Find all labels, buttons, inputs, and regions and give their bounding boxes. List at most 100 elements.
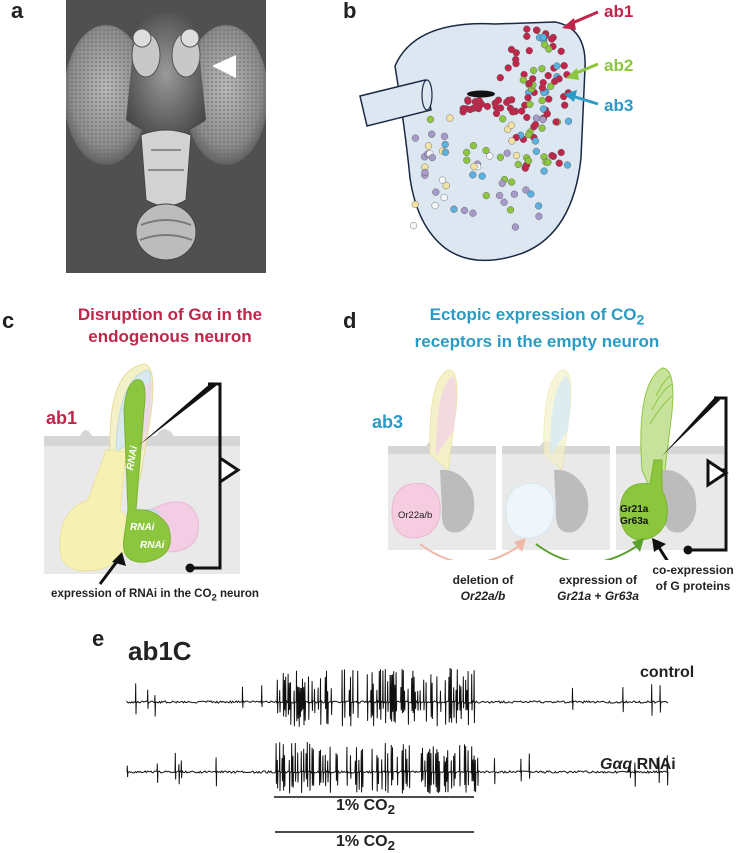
sensillum-dot	[505, 96, 513, 104]
sensillum-dot	[504, 64, 512, 72]
sensillum-dot	[538, 96, 546, 105]
panel-a-label: a	[11, 0, 24, 23]
receptor-label-gr: Gr21a Gr63a	[620, 504, 648, 528]
amplifier-icon	[218, 455, 241, 485]
sensillum-dot	[547, 82, 555, 90]
sensillum-dot	[440, 132, 449, 140]
sensillum-dot	[512, 55, 520, 64]
sensillum-dot	[441, 140, 449, 149]
sensillum-dot	[544, 158, 552, 166]
sensillum-dot	[561, 101, 569, 109]
rnai-label-2: RNAi	[130, 522, 155, 533]
sensillum-dot	[462, 148, 471, 157]
sensillum-dot	[525, 47, 533, 55]
trace-label-control: control	[640, 664, 695, 681]
panel-d-title-line2: receptors in the empty neuron	[414, 332, 660, 352]
sensillum-dot	[525, 79, 533, 88]
sensillum-dot	[535, 202, 543, 210]
sensillum-dot	[438, 176, 447, 184]
sensillum-dot	[514, 160, 522, 169]
receptor-label-or22ab: Or22a/b	[398, 510, 433, 521]
sensillum-dot	[524, 94, 532, 102]
panel-c-caption: expression of RNAi in the CO2 neuron	[10, 586, 300, 606]
sensillum-dot	[511, 223, 520, 231]
sensillum-dot	[469, 209, 477, 217]
sensillum-dot	[539, 105, 548, 113]
sensillum-dot	[529, 75, 537, 83]
panel-b-label: b	[343, 0, 357, 23]
sensillum-dot	[555, 159, 563, 167]
sensillum-dot	[535, 212, 543, 220]
sensillum-dot	[510, 190, 519, 198]
sensillum-dot	[524, 157, 533, 165]
sensillum-dot	[498, 179, 506, 188]
sensillum-dot	[472, 103, 480, 111]
sensillum-dot	[440, 193, 448, 202]
sensillum-dot	[470, 162, 478, 171]
sensillum-dot	[532, 26, 541, 34]
stimulus-label-1: 1% CO2	[336, 797, 395, 817]
sensillum-dot	[432, 188, 440, 196]
sensillum-dot	[557, 47, 565, 55]
step-deletion-label: deletion of Or22a/b	[428, 572, 538, 604]
panel-c-title-line2: endogenous neuron	[88, 327, 252, 346]
receptor-label-gr63a: Gr63a	[620, 516, 649, 527]
sensillum-dot	[486, 152, 494, 160]
sensillum-dot	[426, 115, 435, 124]
sensillum-dot	[527, 190, 535, 198]
sensillum-dot	[526, 100, 534, 108]
sensillum-dot	[548, 35, 556, 43]
sensillum-dot	[499, 115, 507, 123]
step-expression-line2: Gr21a + Gr63a	[536, 588, 660, 604]
sensillum-dot	[506, 206, 515, 214]
panel-d-title-sub: 2	[636, 312, 645, 329]
sensillum-dot	[431, 202, 439, 210]
stimulus-label-2: 1% CO2	[336, 833, 395, 853]
sensillum-dot	[538, 124, 546, 132]
arrow-icon	[112, 552, 126, 566]
sensillum-dot	[460, 206, 469, 215]
sensillum-dot	[530, 66, 538, 75]
trace-control	[126, 667, 669, 727]
panel-c-label: c	[2, 308, 15, 333]
stim1-prefix: 1% CO	[336, 797, 388, 814]
sensillum-dot	[482, 146, 490, 155]
antenna-diagram	[359, 21, 586, 262]
sensillum-dot	[411, 200, 419, 209]
panel-e-label: e	[92, 626, 105, 651]
step-deletion-line1: deletion of	[452, 573, 514, 587]
sensillum-dot	[541, 41, 549, 49]
fly-head-micrograph	[66, 0, 266, 273]
sensillum-dot	[532, 147, 541, 156]
amplifier-d-icon	[706, 458, 729, 488]
sensillum-label-ab2: ab2	[604, 56, 634, 75]
sensillum-dot	[525, 130, 533, 139]
panel-d-label: d	[343, 308, 357, 333]
sensillum-dot	[428, 130, 436, 138]
sensillum-dot	[538, 65, 546, 73]
sensillum-label-ab3: ab3	[604, 96, 634, 115]
sensillum-dot	[463, 156, 471, 164]
panel-d-sensillum-label: ab3	[372, 412, 404, 432]
sensillum-dot	[469, 142, 478, 150]
ab1-arrow-icon	[562, 18, 576, 30]
sensillum-dot	[496, 74, 504, 82]
sensillum-dot	[531, 137, 540, 145]
neuron-label-ab1c: ab1C	[128, 636, 192, 666]
sensillum-dot	[500, 198, 508, 206]
panel-d-title-line1: Ectopic expression of CO2	[362, 304, 712, 331]
sensillum-label-ab1: ab1	[604, 2, 634, 21]
trace-gaq-rnai	[126, 741, 669, 794]
sensillum-dot	[506, 104, 515, 112]
panel-c-title: Disruption of Gα in the endogenous neuro…	[20, 304, 320, 348]
sensillum-dot	[507, 45, 516, 54]
coexpression-line1: co-expression	[652, 563, 734, 577]
arrowhead-marker	[212, 55, 236, 78]
step-deletion-line2: Or22a/b	[460, 589, 506, 603]
sensillum-dot	[450, 205, 458, 213]
gr21a-italic: Gr21a	[557, 589, 592, 603]
sensillum-dot	[564, 117, 573, 125]
sensillum-dot	[421, 168, 429, 177]
sensillum-dot	[446, 114, 454, 122]
